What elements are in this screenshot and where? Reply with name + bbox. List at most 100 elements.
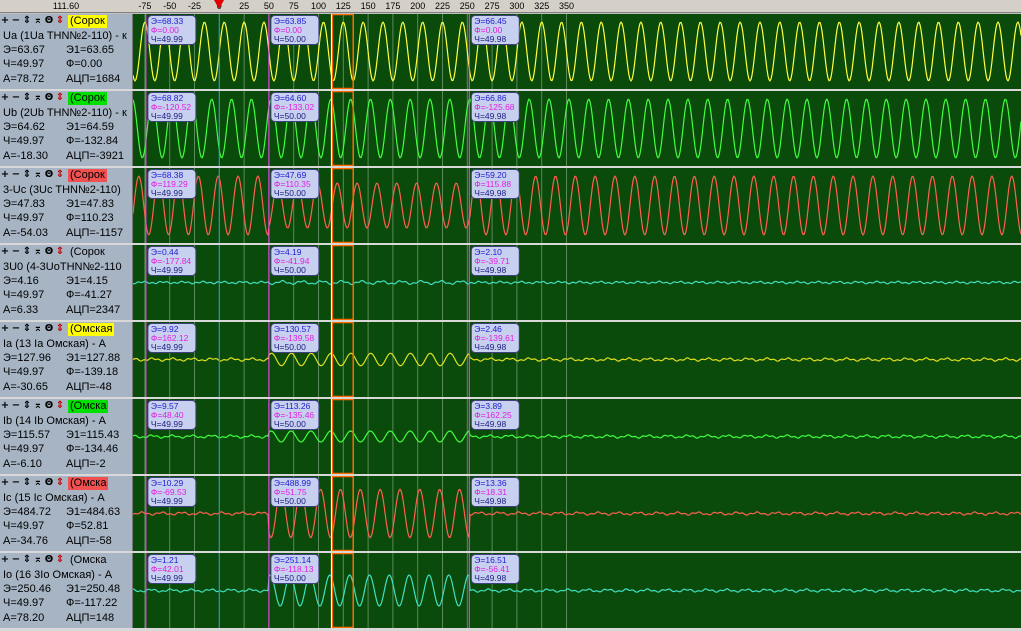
selection-window[interactable] bbox=[331, 91, 354, 166]
fit-button[interactable]: ⌅ bbox=[33, 92, 43, 103]
add-button[interactable]: + bbox=[0, 400, 10, 411]
box-frequency-value: Ч=50.00 bbox=[274, 111, 306, 121]
scale-button[interactable]: ⇕ bbox=[22, 169, 32, 180]
fit-button[interactable]: ⌅ bbox=[33, 15, 43, 26]
phase-button[interactable]: Θ bbox=[44, 400, 54, 411]
phase-button[interactable]: Θ bbox=[44, 477, 54, 488]
channel-separator[interactable] bbox=[0, 89, 1021, 92]
fit-button[interactable]: ⌅ bbox=[33, 400, 43, 411]
selection-window[interactable] bbox=[331, 476, 354, 551]
box-phase-value: Ф=162.25 bbox=[474, 410, 512, 420]
expand-button[interactable]: ⇕ bbox=[55, 554, 65, 565]
selection-window[interactable] bbox=[331, 14, 354, 89]
phase-button[interactable]: Θ bbox=[44, 246, 54, 257]
remove-button[interactable]: − bbox=[11, 15, 21, 26]
selection-window[interactable] bbox=[331, 322, 354, 397]
remove-button[interactable]: − bbox=[11, 246, 21, 257]
phase-button[interactable]: Θ bbox=[44, 323, 54, 334]
scale-button[interactable]: ⇕ bbox=[22, 246, 32, 257]
box-frequency-value: Ч=49.99 bbox=[151, 188, 183, 198]
signal-trace bbox=[133, 21, 1021, 82]
adc-value: АЦП=-48 bbox=[66, 381, 112, 393]
channel-name: 3U0 (4-3UoTHN№2-110 bbox=[3, 261, 122, 273]
channel-separator[interactable] bbox=[0, 320, 1021, 323]
box-phase-value: Ф=51.75 bbox=[274, 487, 307, 497]
remove-button[interactable]: − bbox=[11, 323, 21, 334]
channel-station-label: (Омска bbox=[70, 553, 107, 566]
box-rms-value: Э=68.82 bbox=[151, 93, 184, 103]
selection-window[interactable] bbox=[331, 553, 354, 628]
selection-window[interactable] bbox=[331, 399, 354, 474]
add-button[interactable]: + bbox=[0, 323, 10, 334]
fit-button[interactable]: ⌅ bbox=[33, 169, 43, 180]
box-frequency-value: Ч=49.99 bbox=[151, 419, 183, 429]
scale-button[interactable]: ⇕ bbox=[22, 477, 32, 488]
phase-button[interactable]: Θ bbox=[44, 92, 54, 103]
scale-button[interactable]: ⇕ bbox=[22, 92, 32, 103]
add-button[interactable]: + bbox=[0, 246, 10, 257]
rms-fundamental-value: Э1=127.88 bbox=[66, 352, 121, 364]
add-button[interactable]: + bbox=[0, 92, 10, 103]
remove-button[interactable]: − bbox=[11, 400, 21, 411]
remove-button[interactable]: − bbox=[11, 477, 21, 488]
channel-separator[interactable] bbox=[0, 243, 1021, 246]
selection-window[interactable] bbox=[331, 168, 354, 243]
expand-button[interactable]: ⇕ bbox=[55, 400, 65, 411]
box-rms-value: Э=16.51 bbox=[474, 555, 507, 565]
amplitude-value: А=-34.76 bbox=[3, 535, 48, 547]
add-button[interactable]: + bbox=[0, 477, 10, 488]
box-rms-value: Э=1.21 bbox=[151, 555, 179, 565]
phase-value: Ф=-132.84 bbox=[66, 135, 119, 147]
fit-button[interactable]: ⌅ bbox=[33, 246, 43, 257]
fit-button[interactable]: ⌅ bbox=[33, 323, 43, 334]
phase-button[interactable]: Θ bbox=[44, 169, 54, 180]
scale-button[interactable]: ⇕ bbox=[22, 554, 32, 565]
phase-button[interactable]: Θ bbox=[44, 554, 54, 565]
selection-window[interactable] bbox=[331, 245, 354, 320]
scale-button[interactable]: ⇕ bbox=[22, 400, 32, 411]
fit-button[interactable]: ⌅ bbox=[33, 554, 43, 565]
measurement-box-bg bbox=[470, 477, 520, 507]
channel-separator[interactable] bbox=[0, 551, 1021, 554]
expand-button[interactable]: ⇕ bbox=[55, 323, 65, 334]
measurement-box-bg bbox=[147, 554, 197, 584]
cursor-marker-icon[interactable] bbox=[214, 0, 225, 9]
waveform-svg: Э=68.82Ф=-120.52Ч=49.99Э=64.60Ф=-133.02Ч… bbox=[133, 91, 1021, 166]
phase-button[interactable]: Θ bbox=[44, 15, 54, 26]
channel-separator[interactable] bbox=[0, 474, 1021, 477]
channel-separator[interactable] bbox=[0, 397, 1021, 400]
add-button[interactable]: + bbox=[0, 169, 10, 180]
scale-button[interactable]: ⇕ bbox=[22, 15, 32, 26]
frequency-value: Ч=49.97 bbox=[3, 212, 45, 224]
fit-button[interactable]: ⌅ bbox=[33, 477, 43, 488]
box-phase-value: Ф=-177.84 bbox=[151, 256, 192, 266]
expand-button[interactable]: ⇕ bbox=[55, 15, 65, 26]
measurement-box: Э=59.20Ф=115.88Ч=49.98 bbox=[470, 169, 520, 199]
remove-button[interactable]: − bbox=[11, 169, 21, 180]
remove-button[interactable]: − bbox=[11, 554, 21, 565]
frequency-value: Ч=49.97 bbox=[3, 520, 45, 532]
channel-separator[interactable] bbox=[0, 166, 1021, 169]
phase-value: Ф=-41.27 bbox=[66, 289, 112, 301]
scale-button[interactable]: ⇕ bbox=[22, 323, 32, 334]
expand-button[interactable]: ⇕ bbox=[55, 246, 65, 257]
expand-button[interactable]: ⇕ bbox=[55, 92, 65, 103]
ruler-tick: 225 bbox=[434, 1, 451, 11]
add-button[interactable]: + bbox=[0, 15, 10, 26]
expand-button[interactable]: ⇕ bbox=[55, 477, 65, 488]
add-button[interactable]: + bbox=[0, 554, 10, 565]
remove-button[interactable]: − bbox=[11, 92, 21, 103]
expand-button[interactable]: ⇕ bbox=[55, 169, 65, 180]
box-frequency-value: Ч=49.99 bbox=[151, 111, 183, 121]
